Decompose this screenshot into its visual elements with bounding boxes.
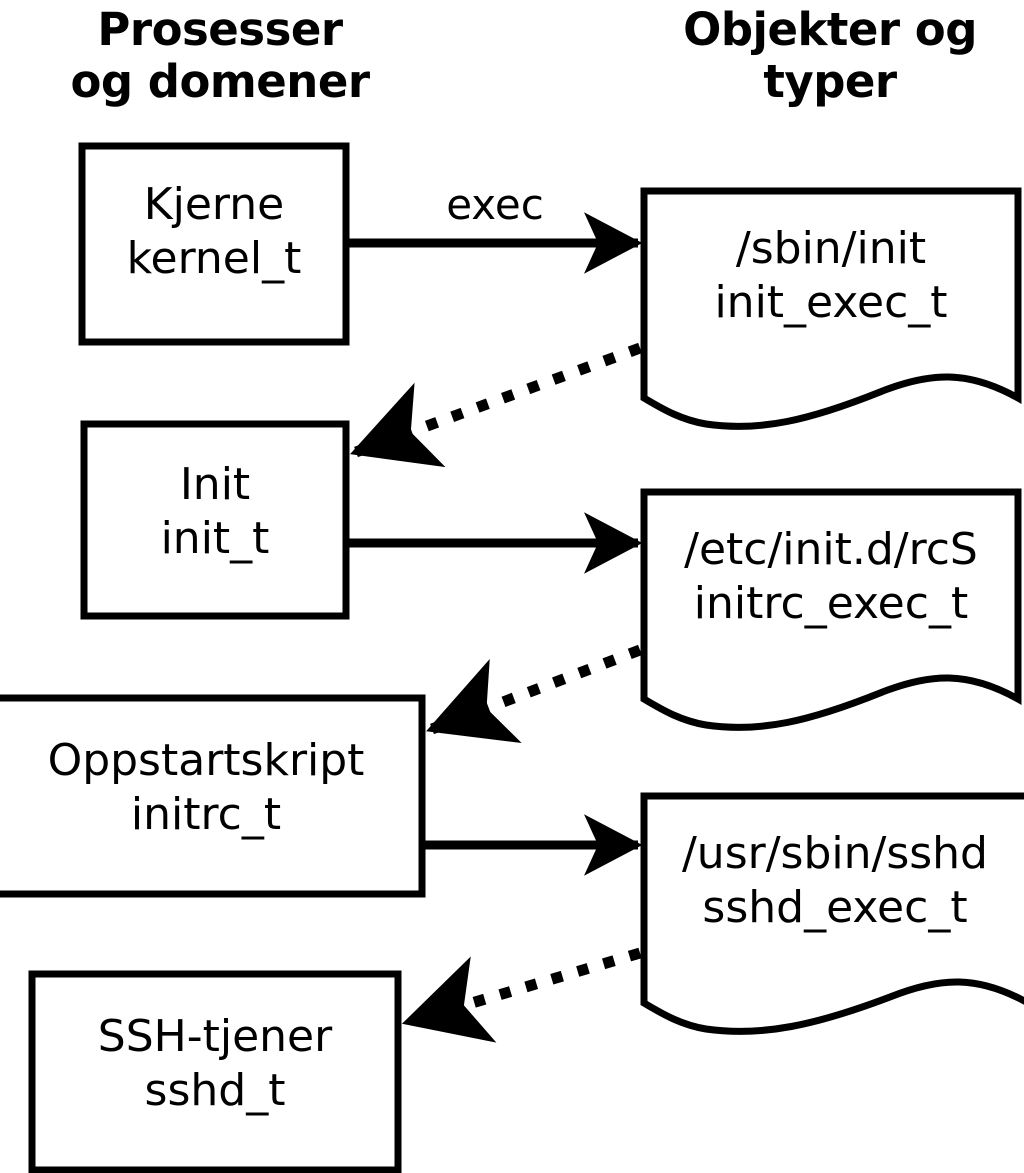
edge-initrc-exec-to-initrc[interactable] <box>426 644 642 744</box>
document-shape-init-exec[interactable] <box>640 187 1022 430</box>
column-heading-processes: Prosesser og domener <box>70 3 370 108</box>
edge-label-exec: exec <box>446 180 544 229</box>
process-box-initrc[interactable] <box>0 694 426 898</box>
document-shape-initrc-exec[interactable] <box>640 488 1022 731</box>
document-shape-sshd-exec[interactable] <box>640 792 1024 1035</box>
column-heading-objects: Objekter og typer <box>683 3 977 108</box>
edge-init-exec-to-init[interactable] <box>350 342 642 468</box>
edge-sshd-exec-to-sshd[interactable] <box>401 947 642 1043</box>
process-box-kernel[interactable] <box>78 142 350 346</box>
process-box-sshd[interactable] <box>28 970 402 1173</box>
process-box-init[interactable] <box>80 420 350 620</box>
